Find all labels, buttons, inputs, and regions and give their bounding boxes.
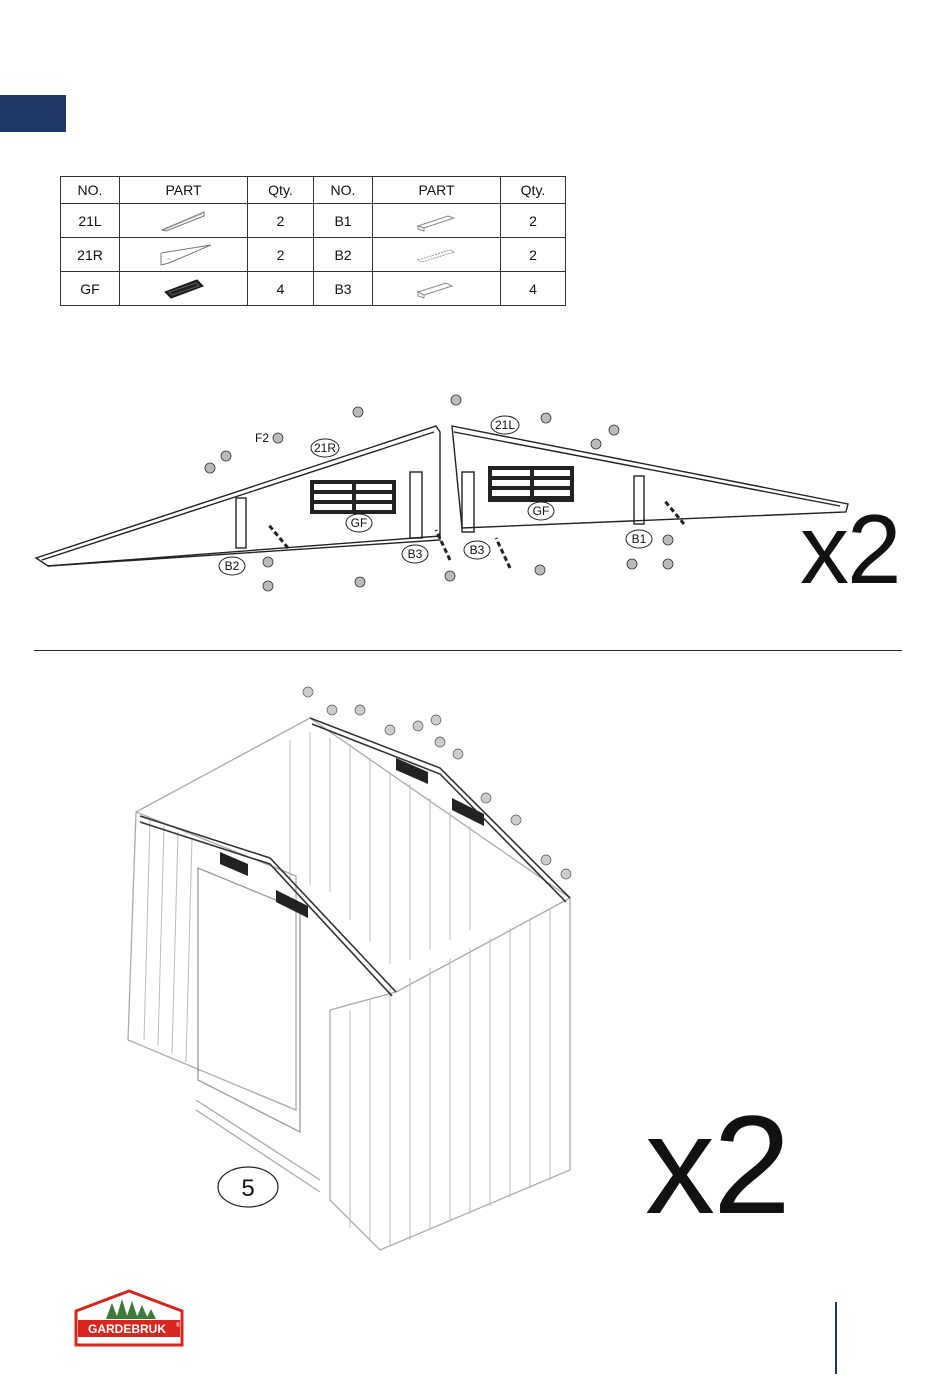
screw-icon xyxy=(303,687,313,697)
screw-icon xyxy=(541,413,551,423)
bracket-b1-icon xyxy=(412,210,462,232)
screw-icon xyxy=(663,535,673,545)
table-row: 21L 2 B1 2 xyxy=(61,204,566,238)
step-tab xyxy=(0,95,66,132)
screw-icon xyxy=(451,395,461,405)
label-b3-right: B3 xyxy=(470,543,485,557)
label-21r: 21R xyxy=(314,441,336,455)
header-qty: Qty. xyxy=(248,177,314,204)
shed-assembly-diagram: 5 xyxy=(100,680,600,1260)
part-number: 21R xyxy=(61,238,120,272)
label-b1: B1 xyxy=(632,532,647,546)
header-part: PART xyxy=(373,177,501,204)
screw-icon xyxy=(273,433,283,443)
gable-vent-left xyxy=(310,480,396,514)
header-part: PART xyxy=(120,177,248,204)
screw-icon xyxy=(663,559,673,569)
parts-table: NO. PART Qty. NO. PART Qty. 21L 2 B1 2 2… xyxy=(60,176,566,306)
part-number: 21L xyxy=(61,204,120,238)
part-number: B3 xyxy=(314,272,373,306)
screw-icon xyxy=(413,721,423,731)
screw-icon xyxy=(561,869,571,879)
part-qty: 4 xyxy=(248,272,314,306)
arrow-icon xyxy=(436,530,450,560)
screw-icon xyxy=(263,557,273,567)
screw-icon xyxy=(511,815,521,825)
part-qty: 2 xyxy=(501,238,566,272)
label-gf-left: GF xyxy=(351,516,368,530)
screw-icon xyxy=(205,463,215,473)
header-no: NO. xyxy=(61,177,120,204)
screw-icon xyxy=(355,577,365,587)
part-image-cell xyxy=(373,204,501,238)
gable-vent-icon xyxy=(159,276,209,302)
part-image-cell xyxy=(373,238,501,272)
arrow-icon xyxy=(664,500,684,524)
roof-side-beam-right-icon xyxy=(149,241,219,269)
bracket-b3-icon xyxy=(412,278,462,300)
label-21l: 21L xyxy=(495,418,515,432)
screw-icon xyxy=(481,793,491,803)
table-row: GF 4 B3 4 xyxy=(61,272,566,306)
screw-icon xyxy=(591,439,601,449)
arrow-icon xyxy=(496,538,510,568)
logo-trademark: ® xyxy=(176,1322,181,1329)
screw-icon xyxy=(385,725,395,735)
gardebruk-logo: GARDEBRUK ® xyxy=(72,1289,186,1347)
screw-icon xyxy=(353,407,363,417)
page-rule xyxy=(835,1302,837,1374)
screw-icon xyxy=(435,737,445,747)
multiplier-bottom: x2 xyxy=(645,1095,789,1235)
screw-icon xyxy=(355,705,365,715)
label-b3-left: B3 xyxy=(408,547,423,561)
part-qty: 2 xyxy=(501,204,566,238)
part-qty: 2 xyxy=(248,238,314,272)
screw-icon xyxy=(609,425,619,435)
part-qty: 4 xyxy=(501,272,566,306)
part-image-cell xyxy=(373,272,501,306)
section-divider xyxy=(34,650,902,651)
screw-icon xyxy=(627,559,637,569)
header-no: NO. xyxy=(314,177,373,204)
label-gf-right: GF xyxy=(533,504,550,518)
callout-5: 5 xyxy=(241,1175,254,1202)
screw-icon xyxy=(541,855,551,865)
screw-icon xyxy=(445,571,455,581)
screw-icon xyxy=(327,705,337,715)
part-image-cell xyxy=(120,204,248,238)
screw-icon xyxy=(221,451,231,461)
part-qty: 2 xyxy=(248,204,314,238)
screw-icon xyxy=(431,715,441,725)
label-b2: B2 xyxy=(225,559,240,573)
part-image-cell xyxy=(120,238,248,272)
part-number: GF xyxy=(61,272,120,306)
bracket-b2-icon xyxy=(412,244,462,266)
screw-icon xyxy=(263,581,273,591)
label-f2: F2 xyxy=(255,431,269,445)
screw-icon xyxy=(535,565,545,575)
roof-side-beam-left-icon xyxy=(154,208,214,234)
part-number: B2 xyxy=(314,238,373,272)
header-qty: Qty. xyxy=(501,177,566,204)
logo-text: GARDEBRUK xyxy=(88,1322,166,1336)
gable-vent-right xyxy=(488,466,574,502)
part-image-cell xyxy=(120,272,248,306)
parts-table-header: NO. PART Qty. NO. PART Qty. xyxy=(61,177,566,204)
part-number: B1 xyxy=(314,204,373,238)
arrow-icon xyxy=(268,524,288,548)
multiplier-top: x2 xyxy=(800,500,900,598)
table-row: 21R 2 B2 2 xyxy=(61,238,566,272)
screw-icon xyxy=(453,749,463,759)
